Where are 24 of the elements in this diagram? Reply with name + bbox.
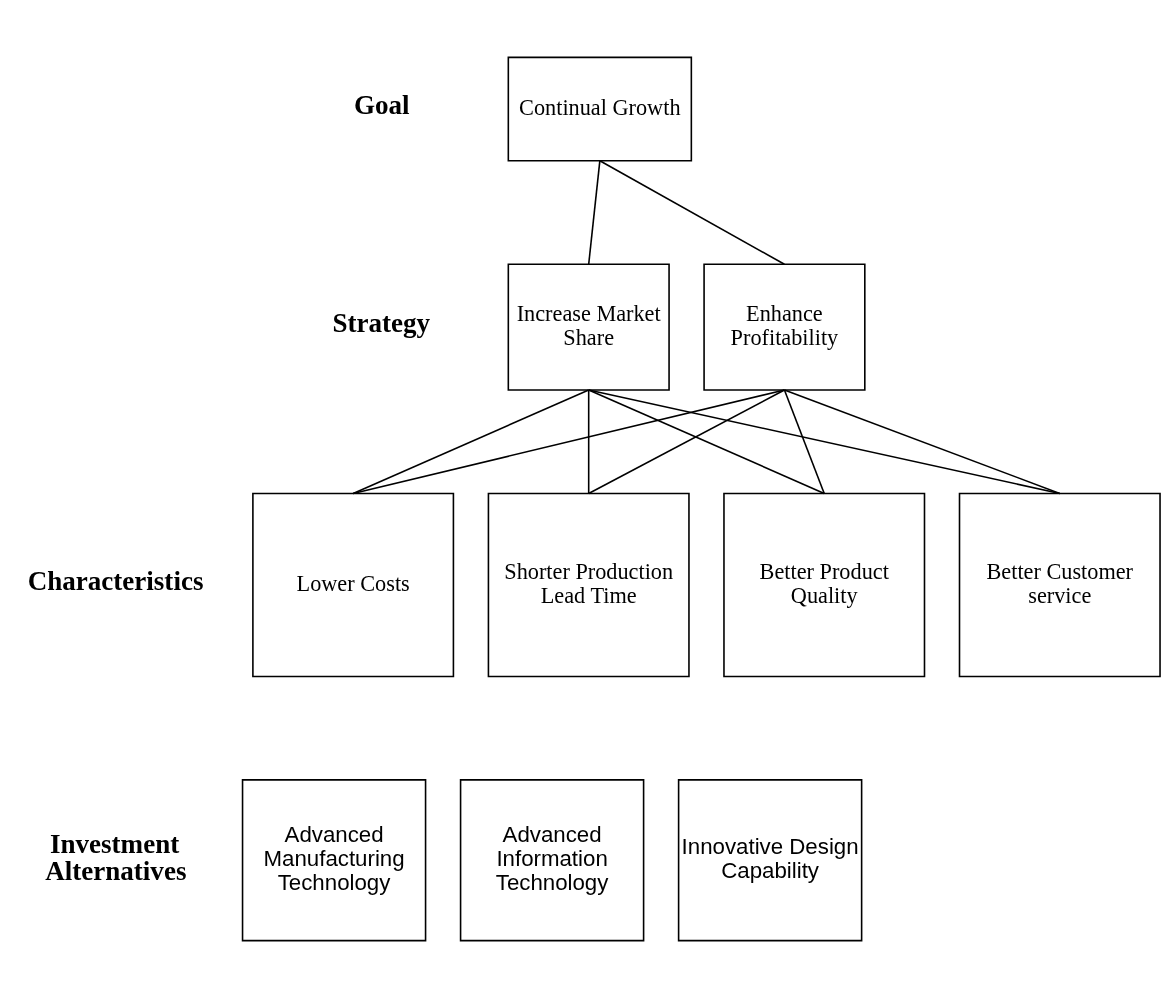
connector: [783, 388, 1061, 494]
node-box: Lower Costs: [252, 492, 455, 677]
connector: [783, 388, 826, 494]
node-box: Innovative Design Capability: [677, 778, 863, 941]
connector: [587, 159, 601, 265]
label: Strategy: [332, 307, 431, 338]
connector: [352, 388, 786, 494]
label: Investment Alternatives: [45, 828, 187, 886]
label: Characteristics: [27, 565, 204, 596]
connector: [599, 159, 786, 265]
node-box: Continual Growth: [507, 56, 693, 162]
node-box: Advanced Information Technology: [459, 778, 645, 941]
node-box: Better Product Quality: [723, 492, 926, 677]
connector: [587, 388, 786, 494]
node-box: Advanced Manufacturing Technology: [241, 778, 427, 941]
connector: [587, 388, 1061, 494]
label: Goal: [353, 89, 410, 120]
connector: [587, 388, 826, 494]
node-box: Better Customer service: [958, 492, 1161, 677]
node-box: Enhance Profitability: [703, 262, 866, 391]
node-box: Increase Market Share: [507, 262, 670, 391]
connector: [352, 388, 590, 494]
connector: [587, 388, 590, 494]
node-box: Shorter Production Lead Time: [487, 492, 690, 677]
